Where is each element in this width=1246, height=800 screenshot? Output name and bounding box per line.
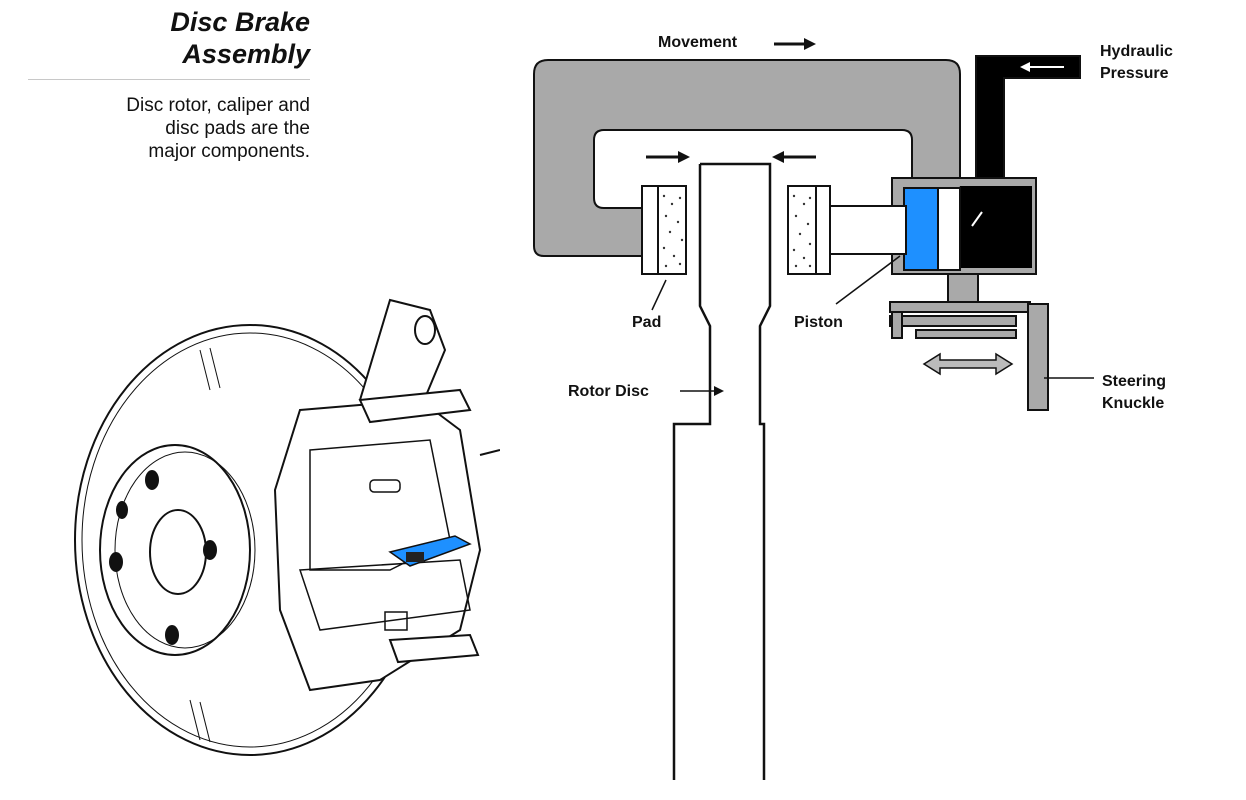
movement-arrow (774, 38, 816, 50)
piston-leader (835, 255, 901, 305)
fluid-chamber (950, 186, 1032, 268)
label-pad: Pad (632, 314, 661, 331)
mount-slide (889, 315, 1017, 327)
pad-leader (651, 279, 667, 311)
inner-pad-backing (641, 185, 659, 275)
bleeder-screw (479, 449, 500, 456)
pad-arrow-left (772, 151, 816, 163)
label-piston: Piston (794, 314, 843, 331)
label-hydraulic-line2: Pressure (1100, 65, 1169, 82)
sidebar-title: Disc Brake Assembly (10, 6, 310, 70)
caption-line-3: major components. (148, 141, 310, 162)
mount-rail (915, 329, 1017, 339)
pad-arrow-right (646, 151, 690, 163)
title-line-2: Assembly (182, 39, 310, 69)
brake-assembly-illustration (74, 298, 500, 756)
label-rotor-disc: Rotor Disc (568, 383, 649, 400)
slide-double-arrow (922, 352, 1014, 376)
title-divider (28, 79, 310, 80)
caption-line-1: Disc rotor, caliper and (126, 95, 310, 116)
title-line-1: Disc Brake (170, 7, 310, 37)
sidebar-caption: Disc rotor, caliper and disc pads are th… (20, 94, 310, 163)
lug-hole (203, 540, 217, 560)
inner-pad-friction (657, 185, 687, 275)
outer-pad-backing (815, 185, 831, 275)
hydraulic-line (975, 55, 1081, 187)
pad-texture (662, 194, 812, 268)
caption-line-2: disc pads are the (165, 118, 310, 139)
label-hydraulic-line1: Hydraulic (1100, 43, 1173, 60)
lug-hole (145, 470, 159, 490)
pressure-arrow-head (1020, 62, 1030, 72)
label-steering-line2: Knuckle (1102, 395, 1164, 412)
label-movement: Movement (658, 34, 738, 51)
pad-clip (406, 552, 424, 562)
lower-guide-bolt (388, 633, 480, 664)
rotor-leader-head (714, 386, 724, 396)
mount-bolt-head (891, 311, 903, 339)
fluid-arrow (971, 211, 983, 227)
lug-hole (116, 501, 128, 519)
hub-center-bore (149, 509, 207, 595)
lug-hole (165, 625, 179, 645)
mount-plate (889, 301, 1031, 313)
caliper-mount (947, 273, 979, 303)
piston-rod (829, 205, 907, 255)
rotor-disc (672, 162, 772, 780)
upper-guide-bolt (358, 388, 472, 424)
piston (903, 187, 939, 271)
piston-seal (937, 187, 961, 271)
outer-pad-friction (787, 185, 817, 275)
brake-cross-section-diagram: Movement Hydraulic Pressure Pad Piston R… (533, 34, 1173, 780)
lug-hole (109, 552, 123, 572)
label-steering-line1: Steering (1102, 373, 1166, 390)
steering-knuckle (1027, 303, 1049, 411)
rotor-hub (99, 444, 251, 656)
